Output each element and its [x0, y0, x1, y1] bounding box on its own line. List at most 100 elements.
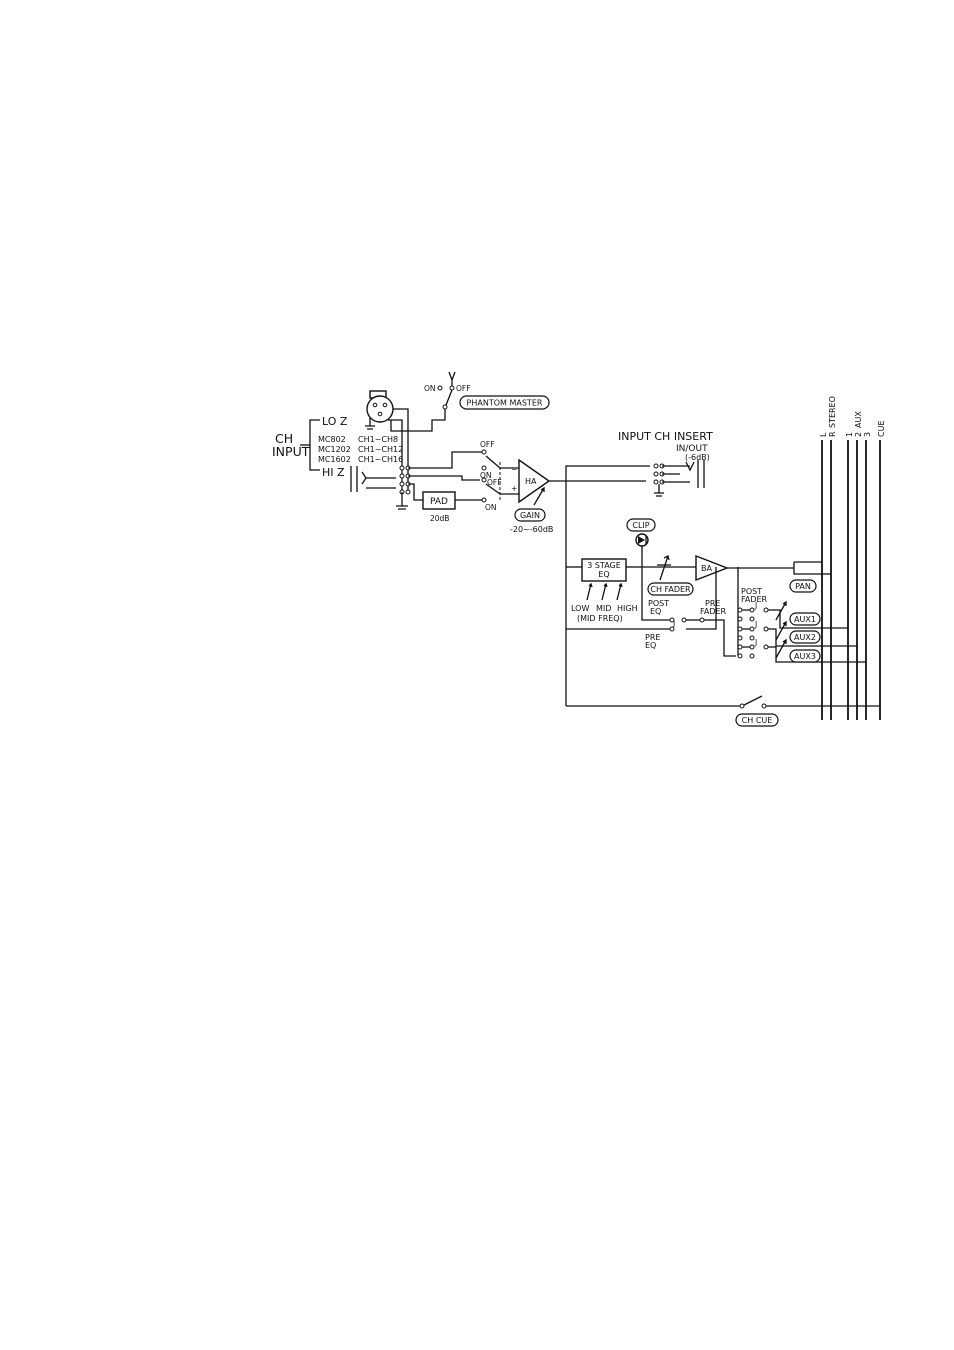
bus-aux3-label: 3: [863, 432, 872, 437]
phantom-feed-wire: [390, 409, 446, 432]
pre-eq-label-1: PRE: [645, 633, 660, 642]
eq-box: [581, 558, 627, 582]
eq-low-label: LOW: [571, 604, 589, 613]
gain-range: -20~-60dB: [510, 525, 553, 534]
model-mc1202: MC1202: [318, 445, 351, 454]
aux3-jumper-label: J: [754, 638, 757, 647]
phantom-master-pill: [459, 395, 550, 410]
pad-bypass-wire: [408, 475, 480, 481]
phone-jack-icon: [350, 466, 396, 492]
ch-label: CH: [275, 431, 293, 446]
insert-inout: IN/OUT: [676, 444, 708, 454]
ch-cue-label: CH CUE: [742, 716, 773, 725]
eq-select-common-contact: [681, 617, 687, 623]
aux3-send: J AUX3: [737, 638, 866, 663]
eq-select-jumper-label: J: [672, 619, 675, 628]
pad-switch-blade-top-icon: [485, 455, 512, 469]
pad-switch-on-contact: [481, 465, 487, 471]
aux1-jumper-label: J: [754, 601, 757, 610]
aux1-pot-icon: [775, 600, 787, 621]
aux1-send: J AUX1: [737, 600, 848, 629]
pad-switch-off-contact: [481, 449, 487, 455]
input-section: CH INPUT LO Z HI Z MC802 CH1~CH8 MC1202 …: [272, 371, 550, 510]
insert-level: (-6dB): [685, 453, 710, 462]
aux3-pill: [789, 649, 821, 663]
cue-section: CH CUE: [566, 695, 880, 727]
phantom-switch-icon: [445, 389, 453, 406]
pad-switch-off-label: OFF: [480, 440, 495, 449]
phantom-on-label: ON: [424, 384, 436, 393]
model-mc1602: MC1602: [318, 455, 351, 464]
post-fader-label-1: POST: [741, 587, 762, 596]
head-amp-input-wires: [512, 467, 519, 495]
lo-z-label: LO Z: [322, 415, 348, 428]
head-amp-label: HA: [525, 477, 537, 486]
post-fader-tap-wire: [686, 567, 717, 630]
buffer-amp-label: BA: [701, 564, 712, 573]
pan-section: PAN: [789, 561, 822, 593]
insert-jack-icon: [653, 460, 705, 497]
eq-mid-pot-icon: [601, 582, 608, 601]
pre-fader-label-2: FADER: [700, 607, 727, 616]
insert-send-wire: [565, 465, 650, 481]
insert-section: INPUT CH INSERT IN/OUT (-6dB): [565, 430, 713, 497]
pre-fader-bus-wire: [704, 619, 736, 657]
pad-section: PAD 20dB OFF ON OFF ON: [422, 440, 512, 523]
gain-pot-icon: [533, 486, 545, 506]
ch-fader-label: CH FADER: [650, 585, 691, 594]
eq-line1: 3 STAGE: [587, 561, 621, 570]
bus-section: L R STEREO 1 2 AUX 3 CUE: [819, 396, 886, 720]
post-fader-label-2: FADER: [741, 595, 768, 604]
gain-label: GAIN: [520, 511, 540, 520]
phantom-off-label: OFF: [456, 384, 471, 393]
eq-line2: EQ: [598, 570, 609, 579]
head-amp-minus: −: [511, 465, 517, 474]
aux2-jumper-label: J: [754, 620, 757, 629]
cue-switch-icon: [743, 695, 763, 706]
ch-cue-pill: [735, 713, 779, 727]
ch-fader-pill: [647, 582, 694, 596]
cue-switch-contact-b: [761, 703, 767, 709]
insert-title: INPUT CH INSERT: [618, 430, 713, 443]
pad-switch-on-b-label: ON: [485, 503, 497, 512]
pre-fader-contact: [699, 617, 705, 623]
post-eq-label-2: EQ: [650, 607, 661, 616]
model-mc1602-channels: CH1~CH16: [358, 455, 403, 464]
bus-r-label: R: [828, 431, 837, 437]
eq-high-label: HIGH: [617, 604, 638, 613]
aux1-label: AUX1: [794, 615, 816, 624]
bus-cue-label: CUE: [877, 421, 886, 438]
pad-switch-on-label: ON: [480, 471, 492, 480]
eq-mid-label: MID: [596, 604, 611, 613]
input-junction-nodes: [399, 465, 411, 495]
phantom-off-contact: [449, 385, 455, 391]
buffer-amp-triangle: [695, 554, 729, 582]
pre-eq-label-2: EQ: [645, 641, 656, 650]
bus-aux2-label: 2: [854, 432, 863, 437]
pre-eq-contact: [669, 626, 675, 632]
pan-pill: [789, 579, 817, 593]
phantom-on-contact: [437, 385, 443, 391]
pre-fader-label-1: PRE: [705, 599, 720, 608]
bus-aux-label: AUX: [854, 411, 863, 428]
aux3-pot-icon: [775, 638, 787, 659]
pan-pot-icon: [793, 561, 822, 575]
input-label: INPUT: [272, 444, 310, 459]
head-amp-plus: +: [511, 484, 517, 493]
model-mc802-channels: CH1~CH8: [358, 435, 398, 444]
phantom-section: ON OFF PHANTOM MASTER: [390, 371, 550, 432]
clip-pill: [626, 518, 656, 532]
post-eq-label-1: POST: [648, 599, 669, 608]
pad-switch-off-b-label: OFF: [487, 478, 502, 487]
phantom-master-label: PHANTOM MASTER: [467, 399, 543, 408]
phantom-supply-icon: [448, 371, 456, 386]
routing-section: POST EQ PRE EQ PRE FADER J POST FADER: [566, 567, 768, 657]
clip-led-diode: [638, 536, 645, 544]
pad-input-wire: [408, 483, 423, 501]
head-amp-triangle: [518, 458, 551, 504]
aux2-label: AUX2: [794, 633, 816, 642]
eq-low-pot-icon: [586, 582, 593, 601]
aux3-label: AUX3: [794, 652, 816, 661]
eq-section: 3 STAGE EQ LOW MID HIGH (MID FREQ): [571, 558, 642, 623]
